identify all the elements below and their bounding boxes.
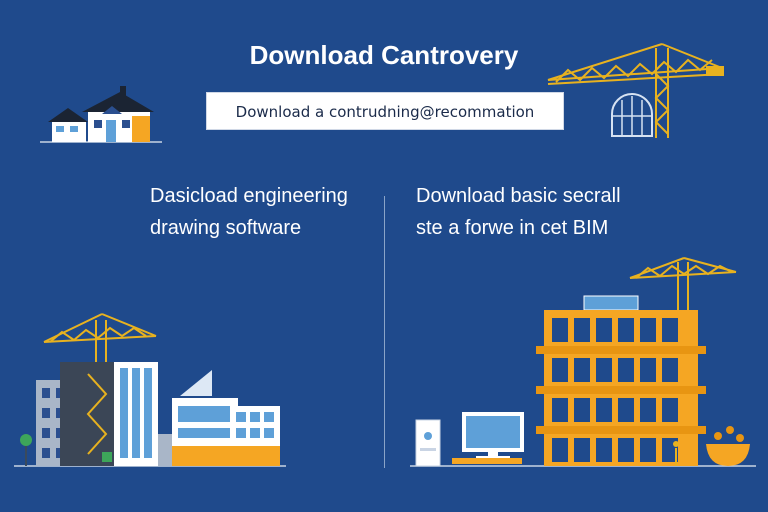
office-building-illustration [410,257,756,467]
page-title: Download Cantrovery [249,40,519,70]
column-divider [384,196,385,468]
city-buildings-illustration [14,313,286,467]
right-column-line-2: ste a forwe in cet BIM [416,217,609,239]
left-column-line-2: drawing software [150,217,302,239]
right-column-text: Download basic secrall ste a forwe in ce… [416,180,621,244]
right-column-line-1: Download basic secrall [416,185,621,207]
house-icon [40,86,162,143]
left-column-line-1: Dasicload engineering [150,185,348,207]
search-input[interactable]: Download a contrudning@recommation [206,92,564,130]
left-column-text: Dasicload engineering drawing software [150,180,348,244]
crane-icon [547,43,724,138]
